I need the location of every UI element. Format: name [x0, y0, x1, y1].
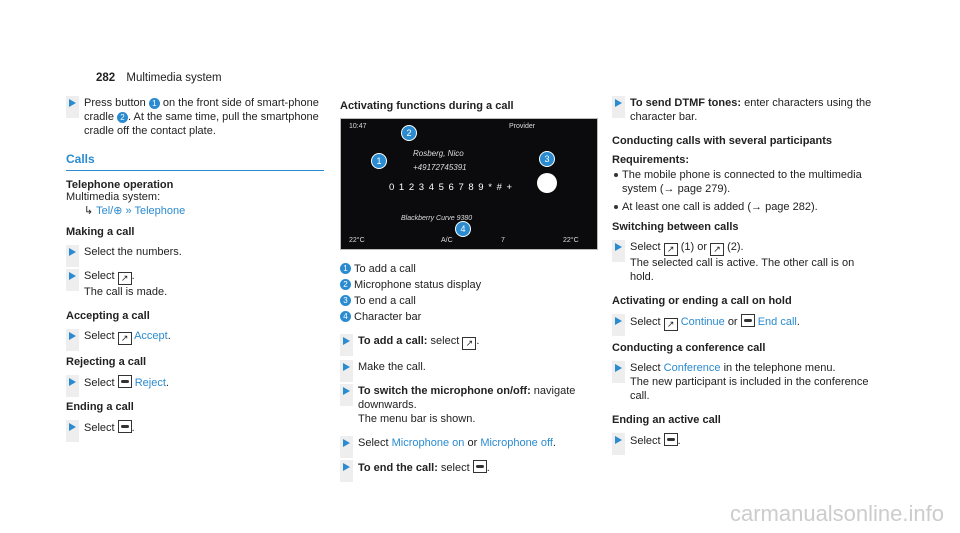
- tel-op-heading: Telephone operation: [66, 179, 174, 191]
- making-step-1: Select the numbers.: [66, 245, 324, 267]
- conducting-heading: Conducting calls with several participan…: [612, 135, 833, 147]
- screen-time: 10:47: [349, 123, 367, 130]
- screen-device: Blackberry Curve 9380: [401, 215, 473, 222]
- arrow-icon: [340, 360, 353, 382]
- callout-1-icon: 1: [148, 98, 160, 109]
- end-call-icon: [663, 433, 678, 446]
- multimedia-line: Multimedia system:: [66, 191, 161, 203]
- end-call-step: To end the call: select .: [340, 460, 598, 482]
- hold-step: Select ↗ Continue or End call.: [612, 314, 874, 336]
- arrow-icon: [340, 460, 353, 482]
- page-number: 282: [96, 72, 116, 84]
- arrow-icon: [612, 361, 625, 383]
- arrow-icon: [340, 334, 353, 356]
- phone-call-icon: ↗: [462, 337, 477, 350]
- ending-active-heading: Ending an active call: [612, 414, 721, 426]
- screen-provider: Provider: [509, 123, 536, 130]
- path-arrow-icon: ↳: [84, 205, 94, 217]
- end-call-icon: [740, 314, 755, 327]
- phone-call-icon: ↗: [117, 332, 132, 345]
- end-step: Select .: [66, 420, 324, 442]
- screen-callout-4: 4: [455, 221, 471, 237]
- car-display-image: 10:47 Provider Rosberg, Nico +4917274539…: [340, 118, 598, 250]
- legend-item: 4 Character bar: [340, 310, 598, 324]
- screen-phone-number: +49172745391: [413, 163, 467, 172]
- legend-item: 3 To end a call: [340, 294, 598, 308]
- calls-title: Calls: [66, 152, 95, 166]
- screen-end-call-button: [537, 173, 557, 193]
- activating-hold-heading: Activating or ending a call on hold: [612, 295, 792, 307]
- menu-path: ↳ Tel/⊕ » Telephone: [84, 205, 186, 217]
- conference-step: Select Conference in the telephone menu.…: [612, 361, 874, 403]
- select-mic-step: Select Microphone on or Microphone off.: [340, 436, 598, 458]
- arrow-icon: [66, 269, 79, 291]
- add-call-step: To add a call: select ↗.: [340, 334, 598, 356]
- accepting-heading: Accepting a call: [66, 310, 150, 322]
- legend-item: 1 To add a call: [340, 262, 598, 276]
- callout-2-icon: 2: [117, 112, 129, 123]
- column-left: Press button 1 on the front side of smar…: [66, 96, 324, 445]
- end-call-icon: [117, 420, 132, 433]
- arrow-icon: [340, 436, 353, 458]
- screen-callout-1: 1: [371, 153, 387, 169]
- arrow-icon: [66, 420, 79, 442]
- arrow-icon: [66, 245, 79, 267]
- switch-mic-step: To switch the microphone on/off: navigat…: [340, 384, 598, 426]
- legend-item: 2 Microphone status display: [340, 278, 598, 292]
- screen-callout-3: 3: [539, 151, 555, 167]
- rejecting-heading: Rejecting a call: [66, 356, 147, 368]
- making-heading: Making a call: [66, 226, 135, 238]
- requirement-item: At least one call is added (→ page 282).: [612, 200, 874, 214]
- arrow-icon: [66, 375, 79, 397]
- conference-heading: Conducting a conference call: [612, 342, 766, 354]
- arrow-icon: [66, 329, 79, 351]
- phone-call-icon: ↗: [710, 243, 725, 256]
- screen-character-bar: 0 1 2 3 4 5 6 7 8 9 * # +: [389, 182, 514, 193]
- make-call-step: Make the call.: [340, 360, 598, 382]
- arrow-icon: [66, 96, 79, 118]
- requirements-label: Requirements:: [612, 154, 690, 166]
- accept-step: Select ↗ Accept.: [66, 329, 324, 351]
- ending-heading: Ending a call: [66, 401, 134, 413]
- calls-divider: [66, 170, 324, 171]
- switch-step: Select ↗ (1) or ↗ (2). The selected call…: [612, 240, 874, 284]
- phone-call-icon: ↗: [663, 243, 678, 256]
- phone-call-icon: ↗: [663, 318, 678, 331]
- page-header: 282 Multimedia system: [96, 72, 222, 84]
- screen-callout-2: 2: [401, 125, 417, 141]
- arrow-icon: [612, 314, 625, 336]
- screen-temp-left: 22°C: [349, 237, 365, 244]
- screen-ac: A/C: [441, 237, 453, 244]
- requirement-item: The mobile phone is connected to the mul…: [612, 168, 874, 196]
- arrow-icon: [612, 433, 625, 455]
- intro-step: Press button 1 on the front side of smar…: [66, 96, 324, 138]
- arrow-icon: [612, 96, 625, 118]
- end-call-icon: [117, 375, 132, 388]
- screen-contact-name: Rosberg, Nico: [413, 149, 464, 158]
- switching-heading: Switching between calls: [612, 221, 739, 233]
- activating-heading: Activating functions during a call: [340, 100, 514, 112]
- making-step-2: Select ↗. The call is made.: [66, 269, 324, 299]
- arrow-icon: [612, 240, 625, 262]
- column-middle: Activating functions during a call 10:47…: [340, 96, 598, 485]
- watermark: carmanualsonline.info: [729, 501, 944, 526]
- ending-active-step: Select .: [612, 433, 874, 455]
- section-title: Multimedia system: [126, 72, 222, 84]
- screen-temp-right: 22°C: [563, 237, 579, 244]
- double-chevron-icon: »: [125, 205, 132, 217]
- reject-step: Select Reject.: [66, 375, 324, 397]
- end-call-icon: [472, 460, 487, 473]
- column-right: To send DTMF tones: enter characters usi…: [612, 96, 874, 458]
- arrow-icon: [340, 384, 353, 406]
- screen-fan: 7: [501, 237, 505, 244]
- dtmf-step: To send DTMF tones: enter characters usi…: [612, 96, 874, 124]
- globe-icon: ⊕: [113, 205, 123, 217]
- phone-call-icon: ↗: [117, 272, 132, 285]
